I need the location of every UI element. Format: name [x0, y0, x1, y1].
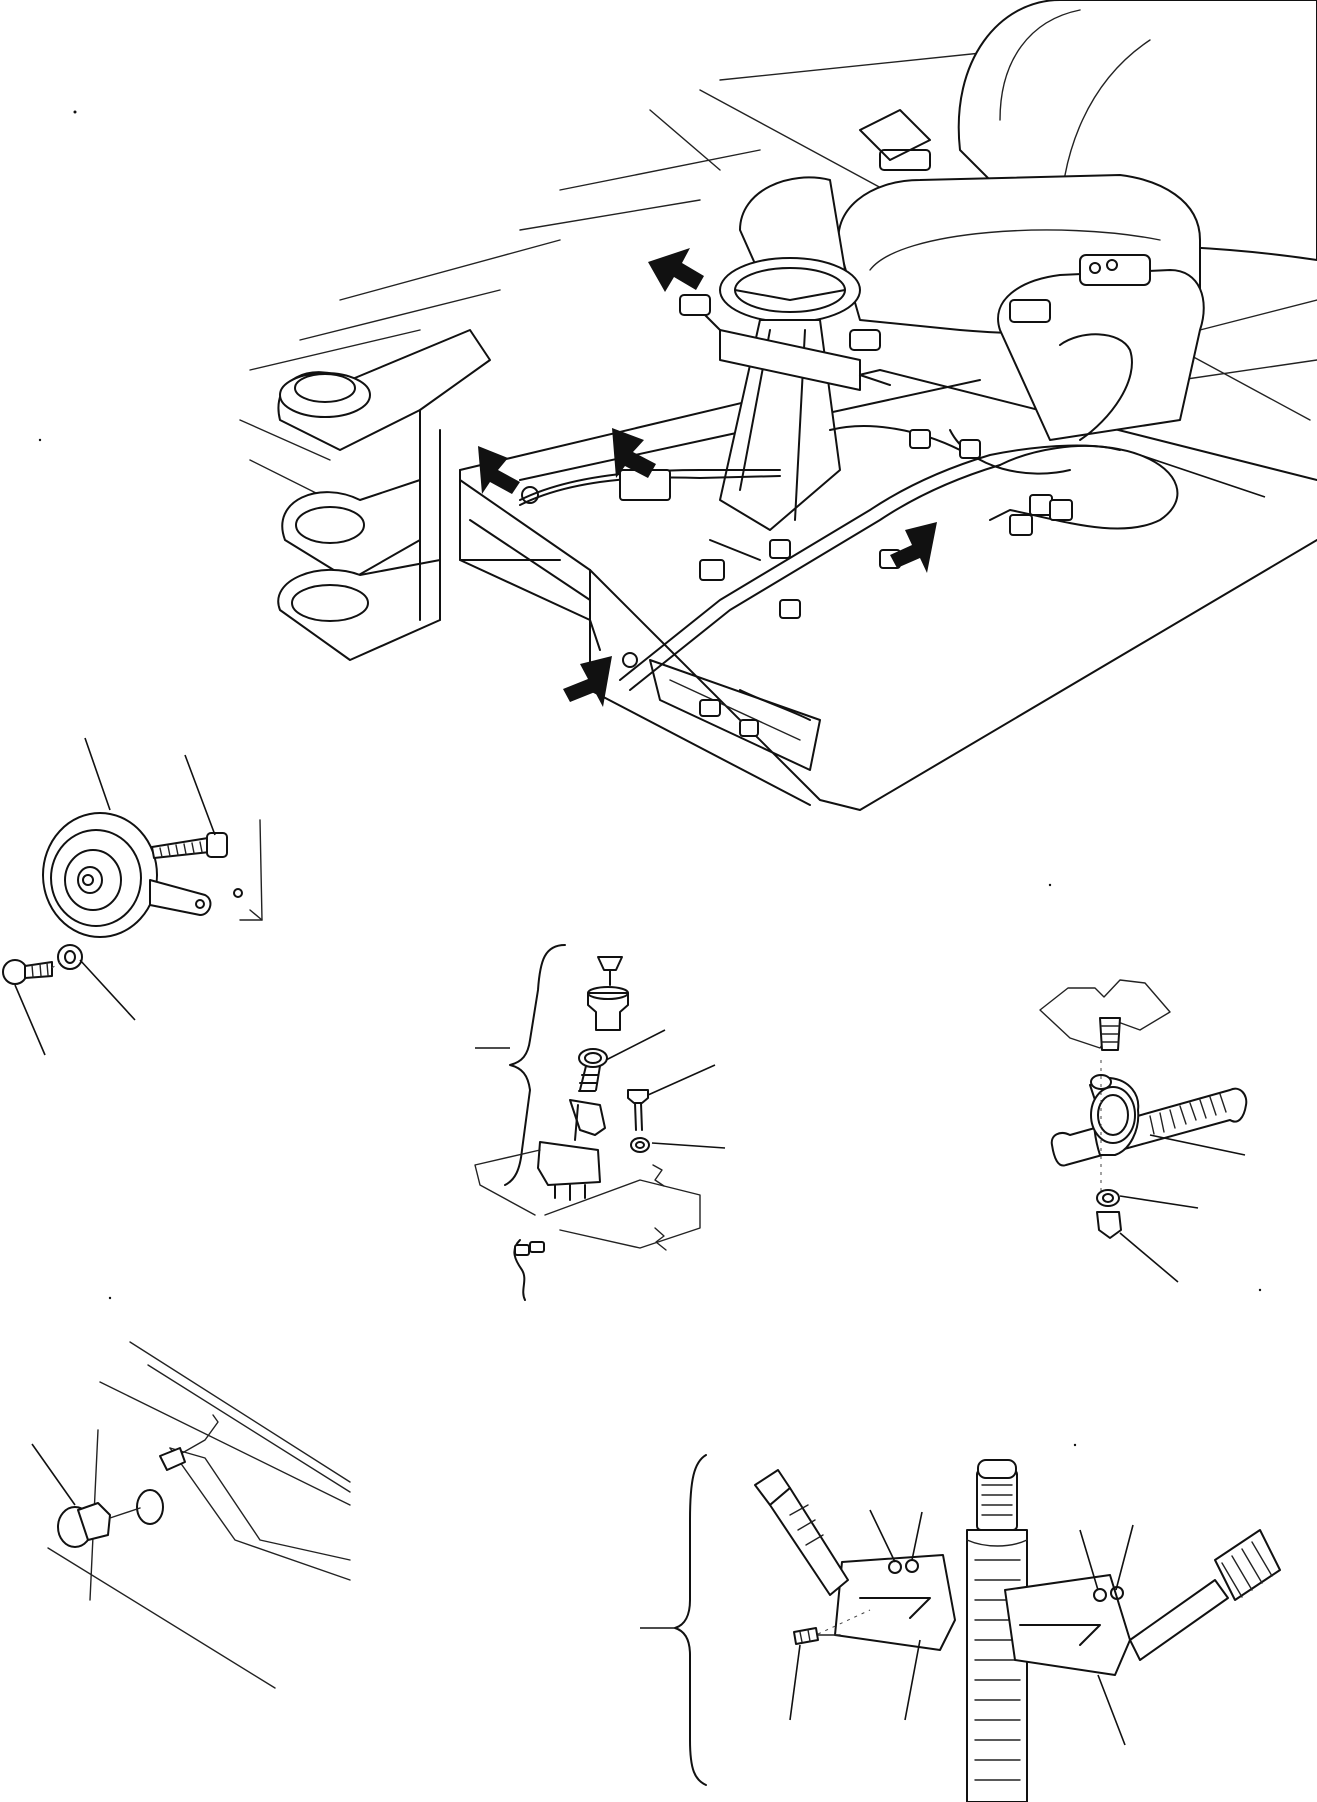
sensor-assembly: [31, 1341, 351, 1689]
steering-column: [679, 257, 891, 531]
switch-assembly: [474, 944, 726, 1301]
stray-marks: [38, 110, 1262, 1447]
combination-switch-assembly: [640, 1454, 1281, 1802]
hinge-plates: [277, 329, 491, 661]
vehicle-frame: [239, 49, 1317, 811]
leader-line: [1139, 454, 1266, 498]
location-arrows: [478, 248, 937, 707]
operator-seat: [739, 0, 1317, 441]
pipe-clamp-assembly: [1039, 979, 1248, 1283]
wiring-harness: [519, 333, 1179, 737]
horn-assembly: [2, 737, 263, 1056]
